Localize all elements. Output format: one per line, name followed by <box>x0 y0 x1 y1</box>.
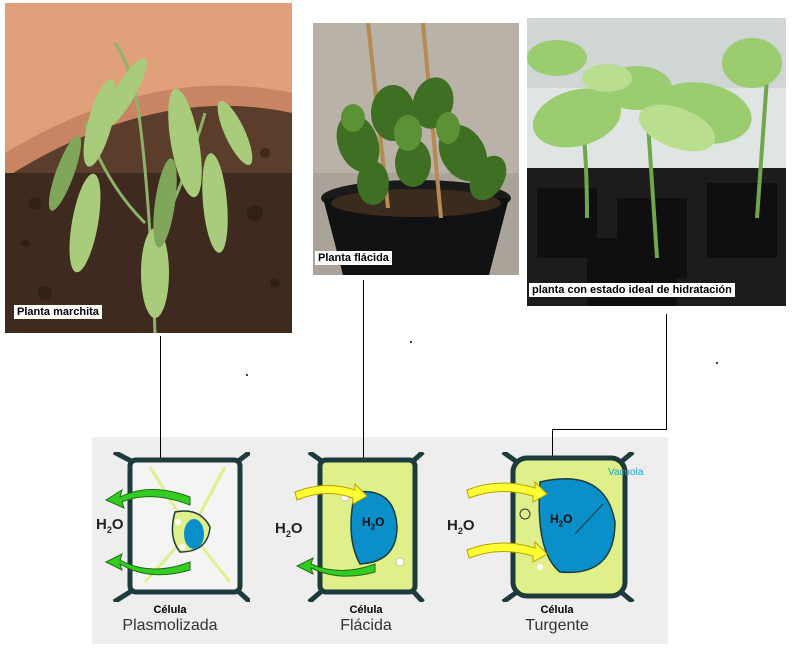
photo-flaccid-plant <box>313 23 519 275</box>
cell-label-plasmolyzed: Célula Plasmolizada <box>122 604 218 634</box>
vacuole-pointer-label: Vacuola <box>608 467 644 478</box>
caption-hydrated-plant: planta con estado ideal de hidratación <box>529 283 735 297</box>
connector-line-turgid-vertical <box>666 314 667 429</box>
connector-line-turgid-drop <box>552 429 553 459</box>
vacuole-water-label-turgid: H2O <box>550 512 573 529</box>
connector-line-wilted <box>160 336 161 460</box>
stray-dot <box>246 374 248 376</box>
cell-label-flaccid: Célula Flácida <box>340 604 392 634</box>
plasmolyzed-cell-diagram <box>104 452 250 602</box>
photo-hydrated-plant <box>527 18 786 306</box>
caption-flaccid-plant: Planta flácida <box>315 251 392 265</box>
wilted-plant-image <box>5 3 292 333</box>
stray-dot <box>716 362 718 364</box>
turgid-cell-diagram <box>466 452 635 602</box>
flaccid-cell-diagram <box>294 452 425 602</box>
flaccid-plant-image <box>313 23 519 275</box>
water-label-turgid: H2O <box>447 517 475 536</box>
stray-dot <box>410 341 412 343</box>
water-label-plasmolyzed: H2O <box>96 516 124 535</box>
caption-wilted-plant: Planta marchita <box>14 305 102 319</box>
vacuole-water-label-flaccid: H2O <box>362 515 385 532</box>
water-label-flaccid: H2O <box>275 520 303 539</box>
hydrated-plant-image <box>527 18 786 306</box>
connector-line-flaccid <box>363 280 364 458</box>
connector-line-turgid-horizontal <box>552 429 667 430</box>
photo-wilted-plant <box>5 3 292 333</box>
cell-label-turgid: Célula Turgente <box>525 604 589 634</box>
